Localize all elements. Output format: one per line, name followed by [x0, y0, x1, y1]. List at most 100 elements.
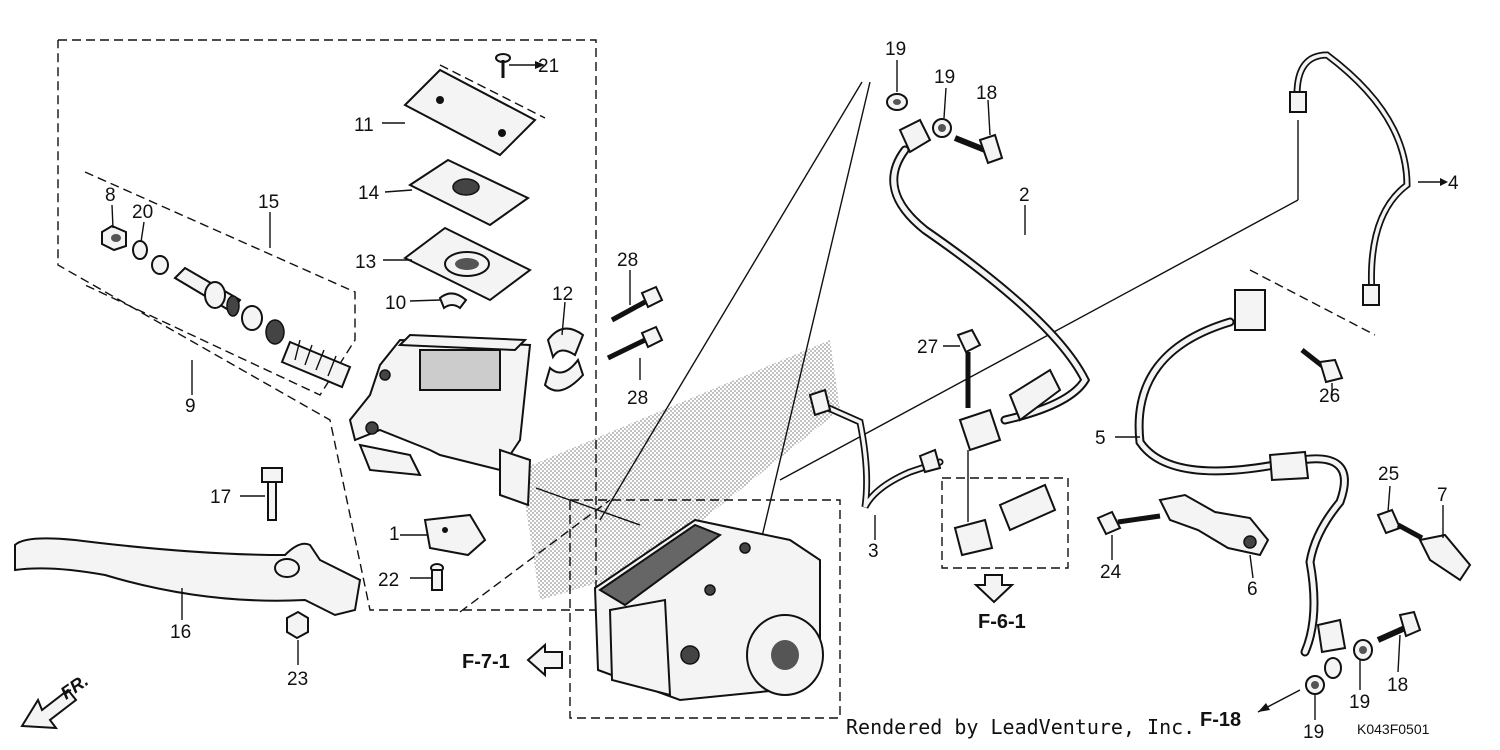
- switch-1: [423, 513, 487, 557]
- front-pipe-box: [1249, 269, 1376, 336]
- washer: [151, 255, 169, 275]
- diagram-code: K043F0501: [1357, 721, 1430, 737]
- arrow-left-icon: [526, 642, 563, 678]
- guide-line-1: [599, 81, 863, 521]
- hose-fitting-top: [898, 118, 932, 154]
- part-label: 21: [538, 56, 559, 77]
- reservoir-cap: [403, 68, 537, 157]
- part-label: 14: [358, 183, 380, 204]
- part-label: 26: [1319, 386, 1340, 407]
- leader-lines: [111, 60, 1444, 720]
- part-label: 27: [917, 337, 938, 358]
- part-label: 28: [617, 250, 638, 271]
- pivot-bolt-17: [261, 467, 283, 521]
- arrow-heads: [535, 61, 1448, 186]
- arrow-icon: [1258, 703, 1270, 712]
- piston-15: [173, 266, 352, 389]
- part-label: 19: [934, 67, 955, 88]
- bolt-18-bottom: [1376, 610, 1422, 643]
- abs-link-dash-1: [459, 499, 611, 613]
- hose-5-fitting: [1316, 618, 1347, 654]
- part-label: 2: [1019, 185, 1030, 206]
- front-arrow-icon: [20, 688, 78, 730]
- bolt-28-top: [610, 285, 664, 323]
- ref-f-7-1[interactable]: F-7-1: [462, 642, 563, 678]
- master-cylinder-group-box: [57, 39, 597, 611]
- lever-pivot: [274, 558, 300, 578]
- sensor-detail: [953, 483, 1057, 557]
- part-label: 11: [354, 115, 374, 136]
- part-labels: 1 2 3 4 5 6 7 8 9 10 11 12 13 14 15 16 1…: [105, 39, 1459, 743]
- part-label: 23: [287, 669, 308, 690]
- reference-label[interactable]: F-18: [1200, 709, 1241, 731]
- pipe-4-nut: [1362, 284, 1380, 306]
- abs-modulator: [593, 518, 824, 702]
- hose-fitting: [1008, 368, 1062, 422]
- part-label: 28: [627, 388, 648, 409]
- part-label: 16: [170, 622, 191, 643]
- part-label: 3: [868, 541, 879, 562]
- bolt-18-top: [953, 133, 1004, 165]
- nut-8: [101, 224, 127, 252]
- part-label: 12: [552, 284, 573, 305]
- washer-20: [132, 240, 148, 260]
- part-label: 24: [1100, 562, 1122, 583]
- reference-label[interactable]: F-7-1: [462, 651, 510, 673]
- guide-line-2: [759, 81, 871, 546]
- part-label: 19: [885, 39, 906, 60]
- part-label: 8: [105, 185, 116, 206]
- part-label: 13: [355, 252, 376, 273]
- joint-block: [958, 408, 1002, 452]
- part-label: 9: [185, 396, 196, 417]
- cap-hole: [498, 129, 506, 137]
- hose-5-fitting: [1268, 450, 1310, 482]
- hose-5-joint: [1234, 289, 1266, 331]
- pipe-nut: [808, 388, 832, 417]
- bolt-28-bottom: [606, 325, 664, 361]
- bolt-25: [1376, 508, 1424, 541]
- reservoir-cap-box: [439, 64, 546, 119]
- pipe-4: [1293, 51, 1411, 299]
- arrow-down-icon: [973, 574, 1015, 604]
- nut-23: [286, 610, 309, 640]
- part-label: 4: [1448, 173, 1459, 194]
- bracket-6: [1158, 493, 1270, 557]
- guide-line-4: [779, 199, 1299, 481]
- part-label: 22: [378, 570, 399, 591]
- part-label: 18: [1387, 675, 1408, 696]
- cap-hole: [436, 96, 444, 104]
- bolt-24: [1096, 510, 1161, 536]
- part-label: 25: [1378, 464, 1399, 485]
- clip: [438, 292, 468, 310]
- screw-22: [430, 563, 444, 591]
- part-label: 10: [385, 293, 406, 314]
- front-direction-indicator: FR.: [20, 670, 92, 730]
- holder-12: [543, 327, 585, 392]
- pipe-4-nut: [1289, 91, 1307, 113]
- bolt-26: [1300, 348, 1344, 384]
- piston-kit-box: [84, 171, 356, 396]
- credit-text: Rendered by LeadVenture, Inc.: [846, 715, 1195, 739]
- hose-5-banjo: [1324, 657, 1342, 679]
- part-label: 5: [1095, 428, 1106, 449]
- bolt-27: [956, 328, 982, 408]
- part-label: 7: [1437, 485, 1448, 506]
- sensor-detail-box: [941, 477, 1069, 569]
- ref-f-6-1[interactable]: F-6-1: [973, 574, 1026, 633]
- part-label: 18: [976, 83, 997, 104]
- hose-2: [889, 145, 1091, 425]
- abs-modulator-box: [569, 499, 841, 719]
- part-label: 20: [132, 202, 153, 223]
- clamp-7: [1418, 533, 1472, 582]
- master-cylinder-body: [348, 333, 532, 507]
- ref-f-18[interactable]: F-18: [1200, 689, 1301, 731]
- part-label: 19: [1349, 692, 1370, 713]
- part-label: 1: [389, 524, 400, 545]
- screw-21: [495, 53, 511, 78]
- part-label: 15: [258, 192, 279, 213]
- plate-hole: [452, 178, 480, 196]
- part-label: 6: [1247, 579, 1258, 600]
- reference-label[interactable]: F-6-1: [978, 611, 1026, 633]
- shading-area: [520, 340, 840, 600]
